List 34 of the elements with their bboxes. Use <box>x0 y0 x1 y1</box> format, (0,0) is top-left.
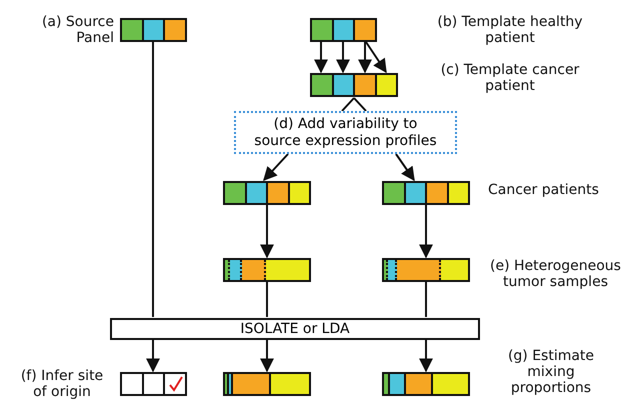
arrow <box>260 340 274 372</box>
connector-line <box>266 282 268 317</box>
arrow <box>419 340 433 372</box>
connector-line <box>425 282 427 317</box>
step-label: (g) Estimate mixing proportions <box>506 348 596 396</box>
expression-bar <box>310 18 377 42</box>
step-label: Cancer patients <box>488 182 600 198</box>
expression-bar <box>310 73 398 97</box>
arrow <box>365 41 387 74</box>
method-box: ISOLATE or LDA <box>110 318 480 340</box>
expression-bar <box>120 18 187 42</box>
expression-bar <box>382 372 470 396</box>
expression-bar <box>382 258 470 282</box>
arrow <box>146 340 160 372</box>
connector-line <box>341 97 367 112</box>
step-label: (f) Infer site of origin <box>20 368 104 400</box>
origin-result-bar <box>120 372 187 396</box>
step-label: (a) Source Panel <box>40 14 114 46</box>
expression-bar <box>382 181 470 205</box>
arrow <box>263 153 289 182</box>
step-label: (e) Heterogeneous tumor samples <box>489 258 622 290</box>
arrow <box>336 42 350 74</box>
connector-line <box>152 42 154 317</box>
arrow <box>419 205 433 258</box>
arrow <box>395 153 415 182</box>
step-box: (d) Add variability to source expression profiles <box>234 111 457 154</box>
arrow <box>260 205 274 258</box>
expression-bar <box>223 181 311 205</box>
arrow <box>314 42 328 74</box>
step-label: (c) Template cancer patient <box>440 62 580 94</box>
step-label: (b) Template healthy patient <box>436 14 584 46</box>
arrow <box>358 42 372 74</box>
expression-bar <box>223 372 311 396</box>
expression-bar <box>223 258 311 282</box>
